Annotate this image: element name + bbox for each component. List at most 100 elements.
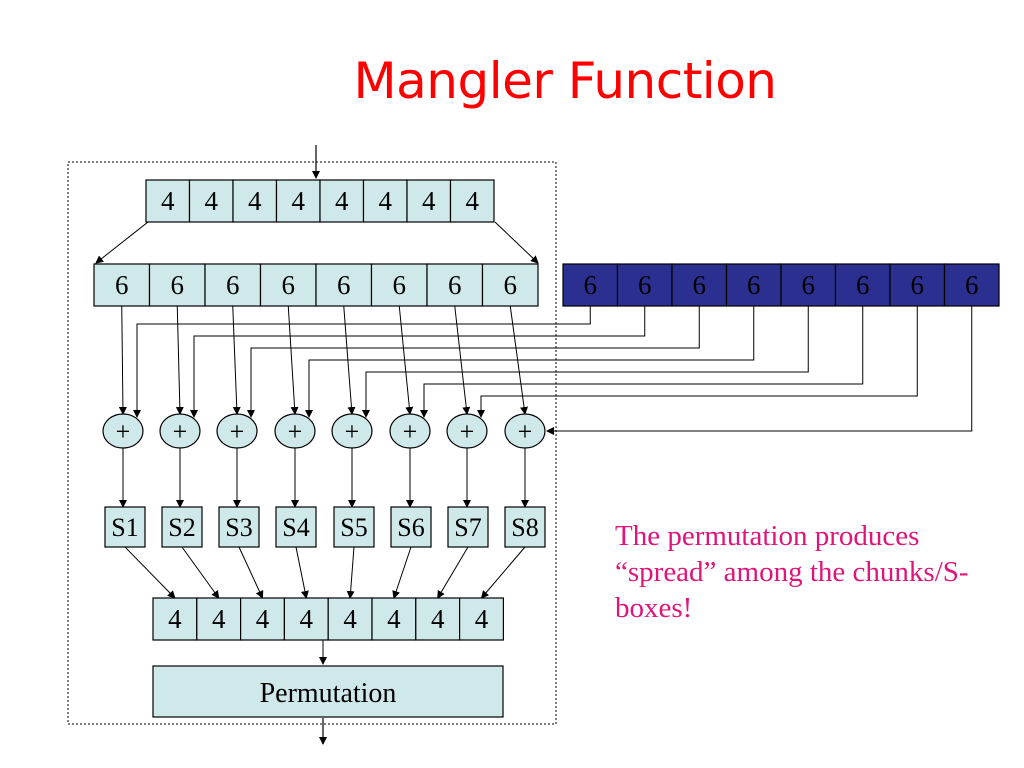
input-cell-value: 4 bbox=[335, 186, 349, 216]
function-boundary bbox=[67, 161, 557, 725]
expanded-cell bbox=[93, 263, 151, 307]
xor-node: + bbox=[504, 413, 546, 449]
expanded-cell-value: 6 bbox=[282, 270, 296, 300]
wiring bbox=[118, 305, 973, 665]
key-to-xor-line bbox=[190, 306, 646, 418]
expanded-to-xor-line bbox=[118, 305, 127, 415]
sbox-7: S7 bbox=[447, 506, 489, 548]
expanded-cell bbox=[370, 263, 428, 307]
sbox-to-output-line bbox=[124, 546, 176, 599]
input-cell-value: 4 bbox=[248, 186, 262, 216]
sbox-to-output-line bbox=[437, 546, 469, 599]
output-cell-value: 4 bbox=[168, 604, 182, 634]
sbox-to-output-line bbox=[181, 546, 220, 599]
key-to-xor-line bbox=[420, 306, 864, 418]
input-cell-value: 4 bbox=[292, 186, 306, 216]
xor-circle bbox=[389, 413, 431, 449]
sbox-to-output-line bbox=[295, 546, 309, 599]
output-cell bbox=[196, 597, 242, 641]
slide-title: Mangler Function bbox=[353, 52, 777, 110]
expanded-cell bbox=[315, 263, 373, 307]
input-cell-value: 4 bbox=[379, 186, 393, 216]
key-to-xor-line bbox=[477, 306, 918, 418]
xor-circle bbox=[216, 413, 258, 449]
xor-node: + bbox=[159, 413, 201, 449]
sbox-label: S5 bbox=[340, 513, 367, 542]
input-cell bbox=[449, 179, 495, 223]
expanded-to-xor-line bbox=[175, 305, 184, 415]
expanded-cell-value: 6 bbox=[115, 270, 129, 300]
expanded-cell-value: 6 bbox=[171, 270, 185, 300]
sbox-8: S8 bbox=[504, 506, 546, 548]
output-cell-value: 4 bbox=[212, 604, 226, 634]
output-cell bbox=[371, 597, 417, 641]
xor-node: + bbox=[331, 413, 373, 449]
xor-symbol: + bbox=[230, 417, 245, 446]
expanded-to-xor-line bbox=[287, 305, 299, 415]
sbox-label: S4 bbox=[282, 513, 309, 542]
xor-symbol: + bbox=[460, 417, 475, 446]
xor-symbol: + bbox=[345, 417, 360, 446]
key-cell-value: 6 bbox=[802, 270, 816, 300]
xor-circle bbox=[159, 413, 201, 449]
permutation-note: The permutation produces “spread” among … bbox=[615, 520, 969, 624]
sbox-rect bbox=[504, 506, 546, 548]
output-cell bbox=[415, 597, 461, 641]
permutation-label: Permutation bbox=[260, 678, 397, 709]
sbox-label: S1 bbox=[111, 513, 138, 542]
output-cell bbox=[459, 597, 505, 641]
key-cell-value: 6 bbox=[584, 270, 598, 300]
sbox-5: S5 bbox=[333, 506, 375, 548]
sbox-rect bbox=[218, 506, 260, 548]
input-cell bbox=[188, 179, 234, 223]
input-cell-value: 4 bbox=[466, 186, 480, 216]
permutation-box bbox=[152, 665, 504, 718]
expand-left-arrow bbox=[95, 221, 149, 264]
sbox-rect bbox=[104, 506, 146, 548]
key-cell-value: 6 bbox=[911, 270, 925, 300]
key-to-xor-line bbox=[362, 306, 809, 418]
expanded-to-xor-line bbox=[232, 305, 241, 415]
output-cell-value: 4 bbox=[343, 604, 357, 634]
output-cell-value: 4 bbox=[431, 604, 445, 634]
xor-circle bbox=[274, 413, 316, 449]
sbox-label: S8 bbox=[511, 513, 538, 542]
sbox-3: S3 bbox=[218, 506, 260, 548]
expanded-cell-value: 6 bbox=[337, 270, 351, 300]
xor-symbol: + bbox=[518, 417, 533, 446]
key-cell-value: 6 bbox=[693, 270, 707, 300]
sbox-rect bbox=[447, 506, 489, 548]
input-cell-value: 4 bbox=[422, 186, 436, 216]
input-cell bbox=[232, 179, 278, 223]
sbox-to-output-line bbox=[480, 546, 526, 599]
key-cell-value: 6 bbox=[747, 270, 761, 300]
expanded-cell-value: 6 bbox=[226, 270, 240, 300]
input-cell bbox=[145, 179, 191, 223]
output-cell-value: 4 bbox=[475, 604, 489, 634]
sbox-rect bbox=[161, 506, 203, 548]
xor-symbol: + bbox=[116, 417, 131, 446]
expanded-cell bbox=[426, 263, 484, 307]
key-to-xor-line bbox=[305, 306, 755, 418]
expanded-cell bbox=[481, 263, 539, 307]
sbox-label: S3 bbox=[225, 513, 252, 542]
key-to-xor-line bbox=[546, 306, 973, 435]
sbox-label: S6 bbox=[397, 513, 424, 542]
sbox-2: S2 bbox=[161, 506, 203, 548]
key-cell bbox=[671, 263, 728, 307]
expanded-cell-value: 6 bbox=[448, 270, 462, 300]
key-cell-value: 6 bbox=[965, 270, 979, 300]
expanded-cell-value: 6 bbox=[393, 270, 407, 300]
sbox-label: S2 bbox=[168, 513, 195, 542]
input-cell bbox=[406, 179, 452, 223]
output-cell bbox=[327, 597, 373, 641]
xor-circle bbox=[331, 413, 373, 449]
output-cell-value: 4 bbox=[256, 604, 270, 634]
key-cell bbox=[943, 263, 1000, 307]
input-cell-value: 4 bbox=[161, 186, 175, 216]
xor-symbol: + bbox=[173, 417, 188, 446]
